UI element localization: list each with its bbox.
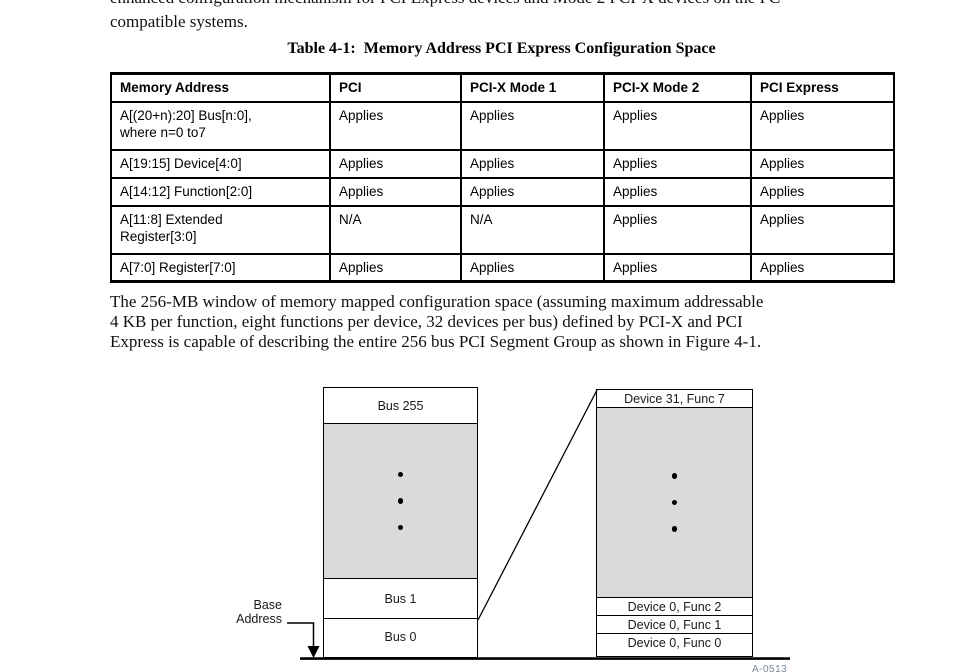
table-cell: Applies — [460, 176, 605, 207]
bus-ellipsis-region — [324, 424, 477, 579]
table-caption: Table 4-1: Memory Address PCI Express Co… — [287, 40, 716, 57]
table-cell: Applies — [603, 100, 752, 151]
device-0-func-1-label: Device 0, Func 1 — [627, 617, 722, 632]
table-cell: Applies — [603, 204, 752, 255]
table-cell: A[(20+n):20] Bus[n:0],where n=0 to7 — [110, 100, 331, 151]
table-cell: Applies — [460, 252, 605, 283]
body-text-line: compatible systems. — [110, 12, 248, 31]
clipped-top-text-line: enhanced configuration mechanism for PCI… — [110, 0, 780, 8]
table-cell: Applies — [750, 148, 895, 179]
table-cell: Applies — [603, 148, 752, 179]
bus-1-box: Bus 1 — [324, 579, 477, 619]
device-0-func-1-box: Device 0, Func 1 — [597, 616, 752, 634]
figure-id-label: A-0513 — [752, 664, 788, 672]
down-arrow-icon — [307, 646, 320, 658]
table-cell: Applies — [329, 176, 462, 207]
config-space-table: Memory Address PCI PCI-X Mode 1 PCI-X Mo… — [110, 72, 895, 283]
table-cell: Applies — [750, 204, 895, 255]
col-header-pci-express: PCI Express — [750, 72, 895, 103]
device-31-func-7-label: Device 31, Func 7 — [624, 391, 725, 406]
table-cell: Applies — [603, 252, 752, 283]
ellipsis-dot — [397, 471, 404, 478]
table-cell: Applies — [329, 100, 462, 151]
col-header-pci: PCI — [329, 72, 462, 103]
table-cell: Applies — [750, 252, 895, 283]
diagonal-line — [477, 389, 598, 621]
paragraph-line: The 256-MB window of memory mapped confi… — [110, 292, 764, 311]
ellipsis-dot — [397, 524, 404, 531]
body-paragraph: The 256-MB window of memory mapped confi… — [110, 292, 763, 352]
ellipsis-dot — [671, 526, 678, 532]
paragraph-line: 4 KB per function, eight functions per d… — [110, 312, 743, 331]
device-31-func-7-box: Device 31, Func 7 — [597, 390, 752, 408]
table-cell: N/A — [460, 204, 605, 255]
bus-0-box: Bus 0 — [324, 619, 477, 655]
device-0-func-0-label: Device 0, Func 0 — [627, 636, 722, 650]
table-cell: Applies — [603, 176, 752, 207]
bus-memory-stack: Bus 255 Bus 1 Bus 0 — [323, 387, 478, 658]
table-row: A[(20+n):20] Bus[n:0],where n=0 to7 Appl… — [110, 100, 895, 151]
table-header-row: Memory Address PCI PCI-X Mode 1 PCI-X Mo… — [110, 72, 895, 103]
device-ellipsis-region — [597, 408, 752, 598]
table-cell: A[7:0] Register[7:0] — [110, 252, 331, 283]
table-cell: Applies — [460, 100, 605, 151]
table-row: A[19:15] Device[4:0] Applies Applies App… — [110, 148, 895, 179]
paragraph-line: Express is capable of describing the ent… — [110, 332, 762, 351]
col-header-pcix-mode1: PCI-X Mode 1 — [460, 72, 605, 103]
device-0-func-2-box: Device 0, Func 2 — [597, 598, 752, 616]
table-cell: A[14:12] Function[2:0] — [110, 176, 331, 207]
bus-255-label: Bus 255 — [377, 398, 424, 413]
col-header-pcix-mode2: PCI-X Mode 2 — [603, 72, 752, 103]
bus-1-label: Bus 1 — [384, 591, 417, 606]
table-row: A[14:12] Function[2:0] Applies Applies A… — [110, 176, 895, 207]
base-address-label: Base Address — [236, 598, 282, 626]
ellipsis-dot — [671, 473, 678, 479]
device-function-stack: Device 31, Func 7 Device 0, Func 2 Devic… — [596, 389, 753, 657]
col-header-memory-address: Memory Address — [110, 72, 331, 103]
table-cell: Applies — [750, 100, 895, 151]
bus-255-box: Bus 255 — [324, 388, 477, 424]
table-cell: A[19:15] Device[4:0] — [110, 148, 331, 179]
table-cell: Applies — [329, 148, 462, 179]
table-row: A[7:0] Register[7:0] Applies Applies App… — [110, 252, 895, 283]
table-cell: N/A — [329, 204, 462, 255]
ellipsis-dot — [397, 498, 404, 504]
table-cell: Applies — [750, 176, 895, 207]
base-address-connector — [287, 622, 315, 648]
table-cell: Applies — [329, 252, 462, 283]
table-cell: Applies — [460, 148, 605, 179]
device-0-func-0-box: Device 0, Func 0 — [597, 634, 752, 652]
device-0-func-2-label: Device 0, Func 2 — [627, 599, 722, 614]
bus-0-label: Bus 0 — [384, 630, 417, 644]
ellipsis-dot — [671, 499, 678, 506]
